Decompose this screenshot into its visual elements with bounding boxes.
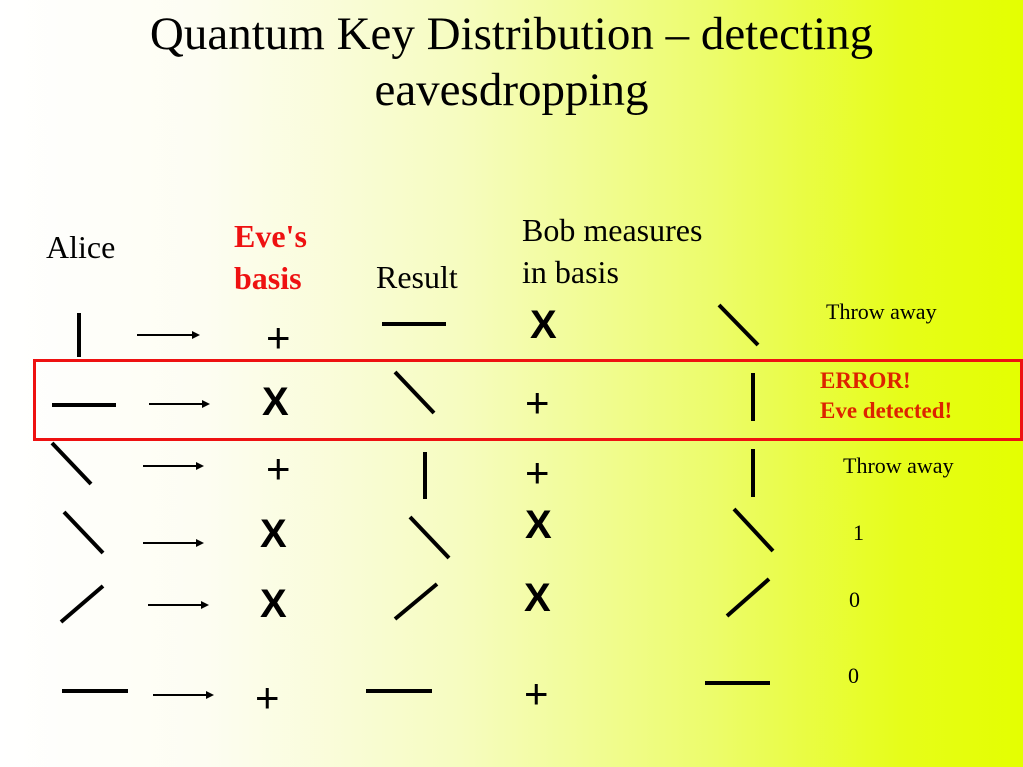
row-6-bob-basis: + [524,670,549,717]
slide-title: Quantum Key Distribution – detecting eav… [0,6,1023,118]
result-photon-diagonal-down-icon [408,515,451,560]
title-line-2: eavesdropping [374,64,649,116]
row-6-outcome: 0 [848,663,859,688]
row-2-outcome: ERROR! Eve detected! [820,366,952,426]
bob-header-line-2: in basis [522,254,619,290]
row-1-eve-basis: + [266,314,291,361]
bob-header: Bob measures in basis [522,209,702,293]
row-4-eve-basis: X [260,512,287,556]
row-3-outcome: Throw away [843,453,954,478]
error-highlight-box [33,359,1023,441]
eve-detected-label: Eve detected! [820,398,953,423]
eve-basis-header: Eve's basis [234,215,307,299]
row-5-bob-basis: X [524,576,551,620]
alice-photon-diagonal-down-icon [50,441,93,486]
result-photon-diagonal-down-icon [393,370,436,415]
row-4-outcome: 1 [853,520,864,545]
row-3-bob-basis: + [525,449,550,496]
alice-photon-diagonal-up-icon [59,584,105,624]
row-2-bob-basis: + [525,379,550,426]
bob-photon-diagonal-down-icon [717,303,760,347]
row-1-bob-basis: X [530,303,557,347]
bob-photon-diagonal-down-icon [732,507,775,553]
row-4-bob-basis: X [525,503,552,547]
row-5-outcome: 0 [849,587,860,612]
bob-photon-diagonal-up-icon [725,577,771,618]
eve-header-line-1: Eve's [234,218,307,254]
result-photon-diagonal-up-icon [393,582,439,621]
eve-header-line-2: basis [234,260,302,296]
title-line-1: Quantum Key Distribution – detecting [149,8,874,60]
row-2-eve-basis: X [262,380,289,424]
row-3-eve-basis: + [266,445,291,492]
alice-photon-diagonal-down-icon [62,510,105,555]
bob-header-line-1: Bob measures [522,212,703,248]
error-label: ERROR! [820,368,911,393]
row-5-eve-basis: X [260,582,287,626]
result-header: Result [376,259,458,295]
alice-header: Alice [46,229,116,265]
row-6-eve-basis: + [255,674,280,721]
row-1-outcome: Throw away [826,299,937,324]
